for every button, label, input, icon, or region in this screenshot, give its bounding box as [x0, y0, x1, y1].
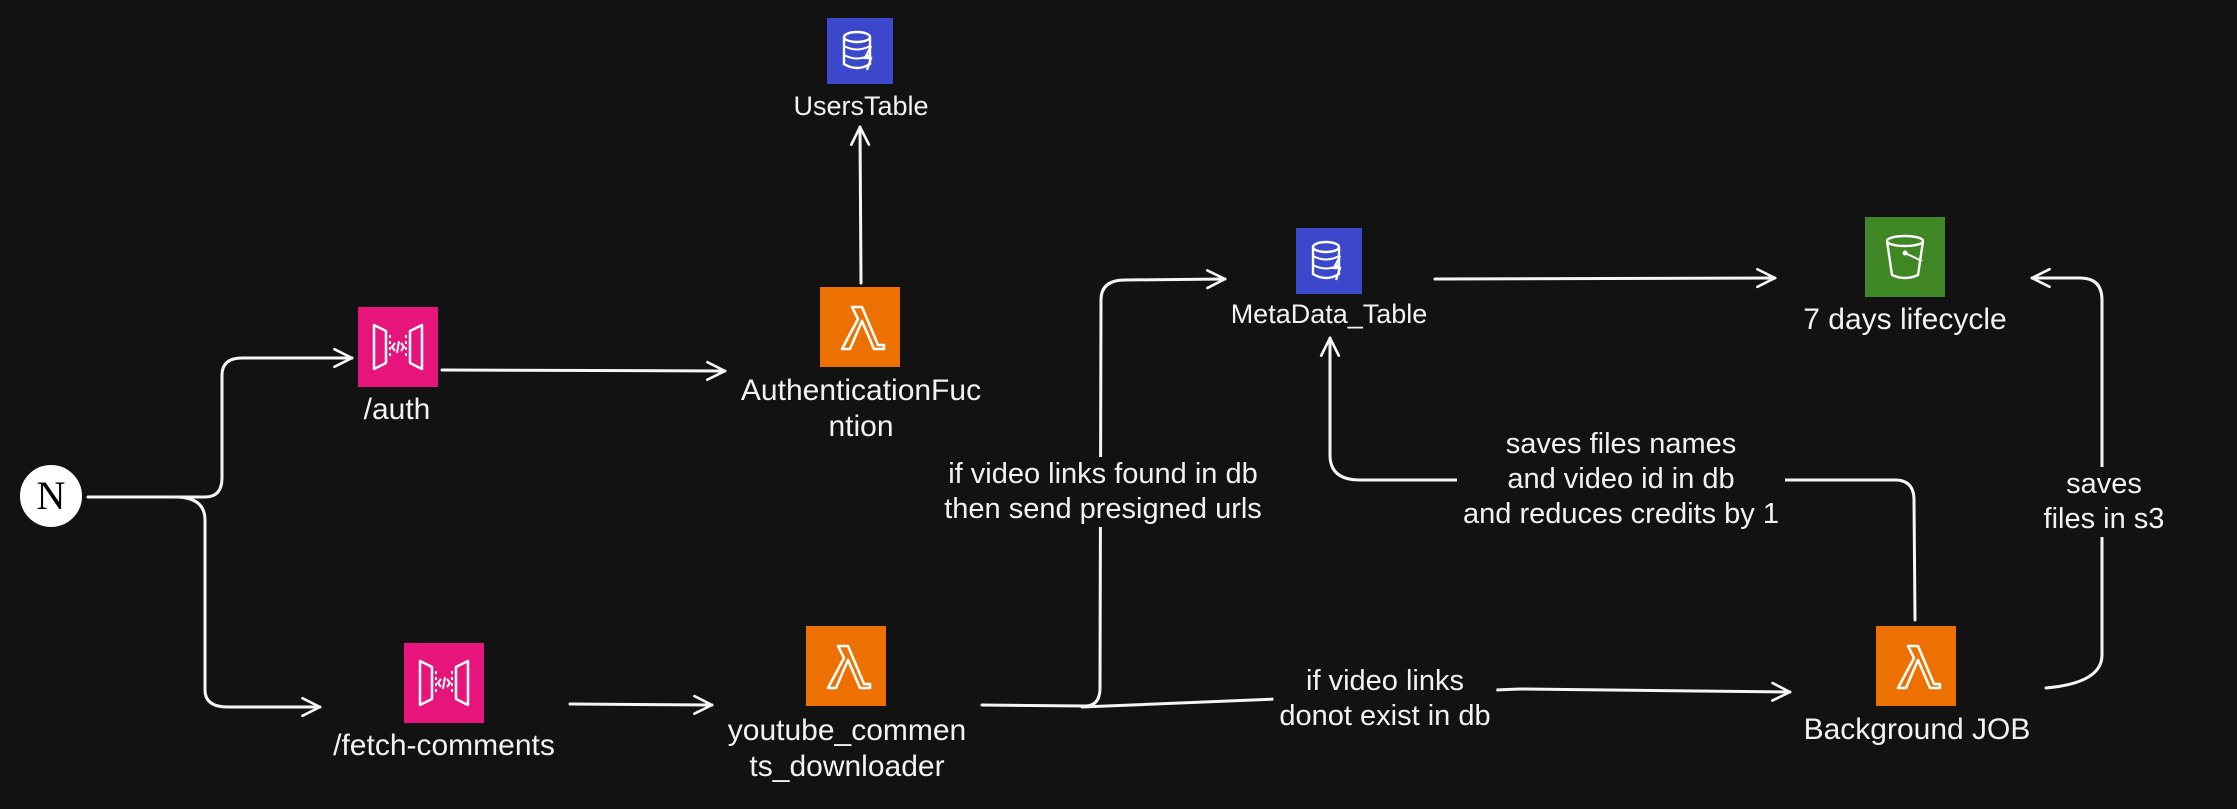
edge-client-to-fetch-comments [173, 495, 322, 718]
edge-fetch-to-yt-lambda [568, 694, 714, 715]
edge-auth-to-auth-lambda [440, 360, 727, 382]
s3-bucket-icon [1865, 217, 1945, 297]
edge-auth-lambda-to-users-table [849, 125, 871, 285]
dynamodb-icon [1296, 228, 1362, 294]
auth-endpoint-label: /auth [363, 393, 431, 426]
nextjs-icon: N [18, 463, 84, 529]
api-gateway-icon [404, 643, 484, 723]
metadata-table-label: MetaData_Table [1230, 299, 1428, 329]
nextjs-client: N [18, 463, 84, 529]
edge-client-to-auth [86, 347, 354, 499]
lambda-icon [806, 626, 886, 706]
edge-label-saves-names: saves files names and video id in db and… [1457, 427, 1785, 532]
api-gateway-icon [358, 307, 438, 387]
dynamodb-icon [827, 18, 893, 84]
lambda-icon [820, 287, 900, 367]
edge-yt-to-background-job [1080, 681, 1792, 709]
edge-label-saves-s3: saves files in s3 [2037, 467, 2171, 537]
background-job-label: Background JOB [1803, 713, 2031, 746]
lambda-icon [1876, 626, 1956, 706]
edge-label-found-in-db: if video links found in db then send pre… [938, 457, 1268, 527]
edge-label-not-in-db: if video links donot exist in db [1273, 664, 1497, 734]
s3-bucket-label: 7 days lifecycle [1803, 303, 2007, 336]
fetch-comments-endpoint-label: /fetch-comments [333, 729, 555, 762]
yt-lambda-label: youtube_commen ts_downloader [727, 714, 967, 783]
users-table-label: UsersTable [793, 91, 929, 121]
auth-lambda-label: AuthenticationFuc ntion [740, 374, 982, 443]
edge-metadata-to-s3 [1433, 267, 1777, 289]
